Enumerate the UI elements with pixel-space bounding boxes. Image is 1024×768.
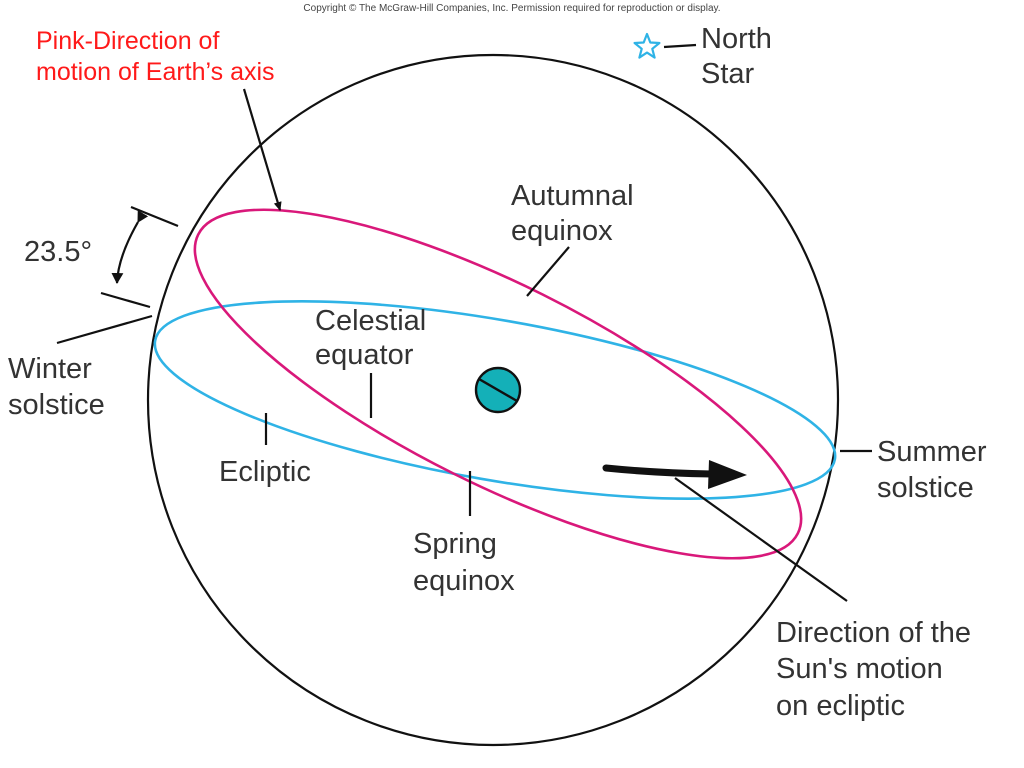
winter-solstice-label: Winter solstice: [8, 353, 105, 421]
winter-solstice-leader: [56, 314, 153, 345]
celestial-equator-label: Celestial equator: [315, 305, 434, 371]
angle-marker: [100, 205, 179, 309]
autumnal-equinox-label: Autumnal equinox: [511, 180, 642, 247]
earth: [474, 366, 522, 414]
north-star-label: North Star: [701, 23, 780, 90]
pink-note-leader-arrow: [242, 88, 282, 211]
copyright-notice: Copyright © The McGraw-Hill Companies, I…: [303, 3, 720, 14]
north-star-leader: [663, 43, 697, 49]
angle-label: 23.5°: [24, 236, 92, 268]
sun-direction-label: Direction of the Sun's motion on eclipti…: [776, 617, 979, 722]
sun-motion-arrow: [602, 460, 747, 489]
celestial-sphere: [146, 53, 840, 747]
autumnal-equinox-leader: [526, 246, 570, 297]
summer-solstice-label: Summer solstice: [877, 436, 995, 504]
north-star-icon: [633, 32, 661, 59]
spring-equinox-label: Spring equinox: [413, 528, 515, 597]
ecliptic-label: Ecliptic: [219, 456, 311, 488]
ecliptic-circle: [153, 300, 837, 500]
pink-axis-motion-circle: [193, 208, 803, 560]
pink-note-label: Pink-Direction of motion of Earth’s axis: [36, 27, 275, 86]
sun-direction-leader: [674, 477, 848, 602]
